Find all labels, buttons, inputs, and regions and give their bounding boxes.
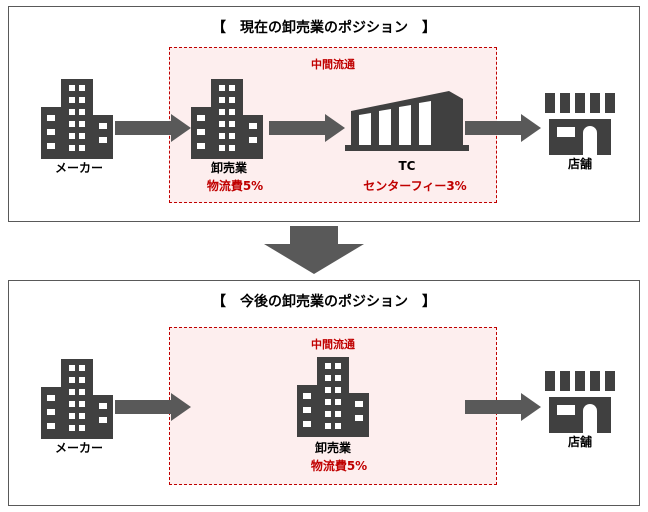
current-tc-fee: センターフィー3% xyxy=(363,179,467,193)
future-position-panel: 【 今後の卸売業のポジション 】 中間流通 メーカー 卸売業 物流費5% 店舗 xyxy=(8,280,640,506)
future-maker-to-zone-arrow xyxy=(115,393,191,421)
tc-warehouse-icon xyxy=(345,91,469,151)
current-wholesaler-fee: 物流費5% xyxy=(206,179,264,193)
future-panel-title: 【 今後の卸売業のポジション 】 xyxy=(212,294,436,310)
wholesaler-building-icon xyxy=(191,79,263,159)
current-wholesaler-label: 卸売業 xyxy=(210,161,248,175)
future-zone-to-store-arrow xyxy=(465,393,541,421)
current-position-panel: 【 現在の卸売業のポジション 】 中間流通 メーカー 卸売業 物流費5% TC … xyxy=(8,6,640,222)
future-store-label: 店舗 xyxy=(567,435,593,449)
current-tc-label: TC xyxy=(398,159,416,173)
tc-to-store-arrow xyxy=(465,114,541,142)
current-zone-label: 中間流通 xyxy=(311,58,355,71)
maker-to-wholesaler-arrow xyxy=(115,114,191,142)
future-zone-label: 中間流通 xyxy=(311,338,355,351)
future-maker-label: メーカー xyxy=(54,441,104,455)
future-wholesaler-label: 卸売業 xyxy=(314,441,352,455)
maker-building-icon xyxy=(41,79,113,159)
current-maker-label: メーカー xyxy=(54,161,104,175)
wholesaler-to-tc-arrow xyxy=(269,114,345,142)
current-store-label: 店舗 xyxy=(567,157,593,171)
future-intermediate-zone: 中間流通 xyxy=(169,327,497,485)
current-panel-title: 【 現在の卸売業のポジション 】 xyxy=(212,20,436,36)
store-icon xyxy=(545,93,615,155)
transition-down-arrow xyxy=(264,226,364,274)
future-maker-building-icon xyxy=(41,359,113,439)
future-store-icon xyxy=(545,371,615,433)
future-wholesaler-building-icon xyxy=(297,357,369,437)
future-wholesaler-fee: 物流費5% xyxy=(310,459,368,473)
